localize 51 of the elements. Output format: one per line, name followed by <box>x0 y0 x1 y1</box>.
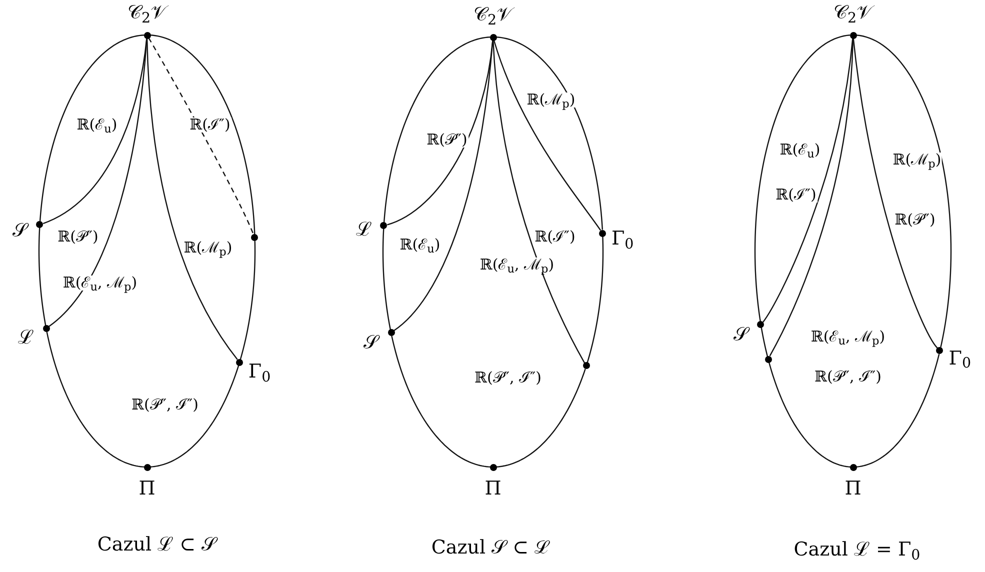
point-label: 𝒮 <box>12 221 28 240</box>
curve <box>46 332 146 468</box>
point-label: ℒ <box>18 328 34 348</box>
point-label: 𝒮 <box>364 333 378 352</box>
curve <box>494 368 586 468</box>
point-label: 𝒞$_{2}$𝒱 <box>127 4 167 22</box>
region-label: ℝ(𝒫″, ℐ″) <box>474 370 542 386</box>
point-label: 𝒞$_{2}$𝒱 <box>833 4 873 22</box>
curve <box>38 226 46 328</box>
curve <box>586 234 604 365</box>
region-label: ℝ(𝒫″, ℐ″) <box>814 370 882 384</box>
region-label: ℝ(ℰ$_{u}$, ℳ$_{p}$) <box>62 276 138 290</box>
region-label: ℝ(𝒫″) <box>56 230 100 244</box>
region-label: ℝ(ℳ$_{p}$) <box>892 152 942 168</box>
region-label: ℝ(ℰ$_{u}$) <box>778 142 822 158</box>
region-label: ℝ(ℐ″) <box>774 188 818 202</box>
region-label: ℝ(ℳ$_{p}$) <box>182 240 234 256</box>
point-label: 𝒮 <box>733 325 748 344</box>
point-label: Γ$_{0}$ <box>248 362 271 382</box>
curve <box>769 38 854 356</box>
point-label: Π <box>844 480 862 498</box>
region-label: ℝ(ℰ$_{u}$, ℳ$_{p}$) <box>478 258 556 272</box>
curve <box>148 364 240 468</box>
curve <box>854 354 940 468</box>
point-label: Γ$_{0}$ <box>948 349 972 368</box>
curve <box>240 239 256 361</box>
region-label: ℝ(ℳ$_{p}$) <box>526 92 576 108</box>
region-label: ℝ(𝒫″) <box>894 212 936 228</box>
region-label: ℝ(ℐ″) <box>188 118 232 132</box>
curve <box>492 40 586 364</box>
point-label: Π <box>484 480 502 498</box>
curve <box>394 40 494 332</box>
curve <box>382 227 392 332</box>
region-label: ℝ(ℐ″) <box>534 230 576 244</box>
curve <box>146 38 238 360</box>
point-label: 𝒞$_{2}$𝒱 <box>473 6 513 24</box>
point-label: ℒ <box>356 220 372 240</box>
region-label: ℝ(ℰ$_{u}$) <box>76 118 118 132</box>
curve <box>852 38 938 349</box>
curve <box>391 336 492 468</box>
point-label: Π <box>138 480 156 498</box>
region-label: ℝ(𝒫″) <box>426 132 468 148</box>
curve <box>854 34 952 348</box>
region-label: ℝ(ℰ$_{u}$, ℳ$_{p}$) <box>810 330 886 344</box>
curve <box>768 362 852 468</box>
case-caption: Cazul ℒ ⊂ 𝒮 <box>97 536 217 554</box>
point-label: Γ$_{0}$ <box>611 230 634 249</box>
curve <box>48 38 148 327</box>
case-caption: Cazul 𝒮 ⊂ ℒ <box>431 538 549 558</box>
region-label: ℝ(ℰ$_{u}$) <box>398 238 442 252</box>
region-label: ℝ(𝒫″, ℐ″) <box>130 398 200 412</box>
